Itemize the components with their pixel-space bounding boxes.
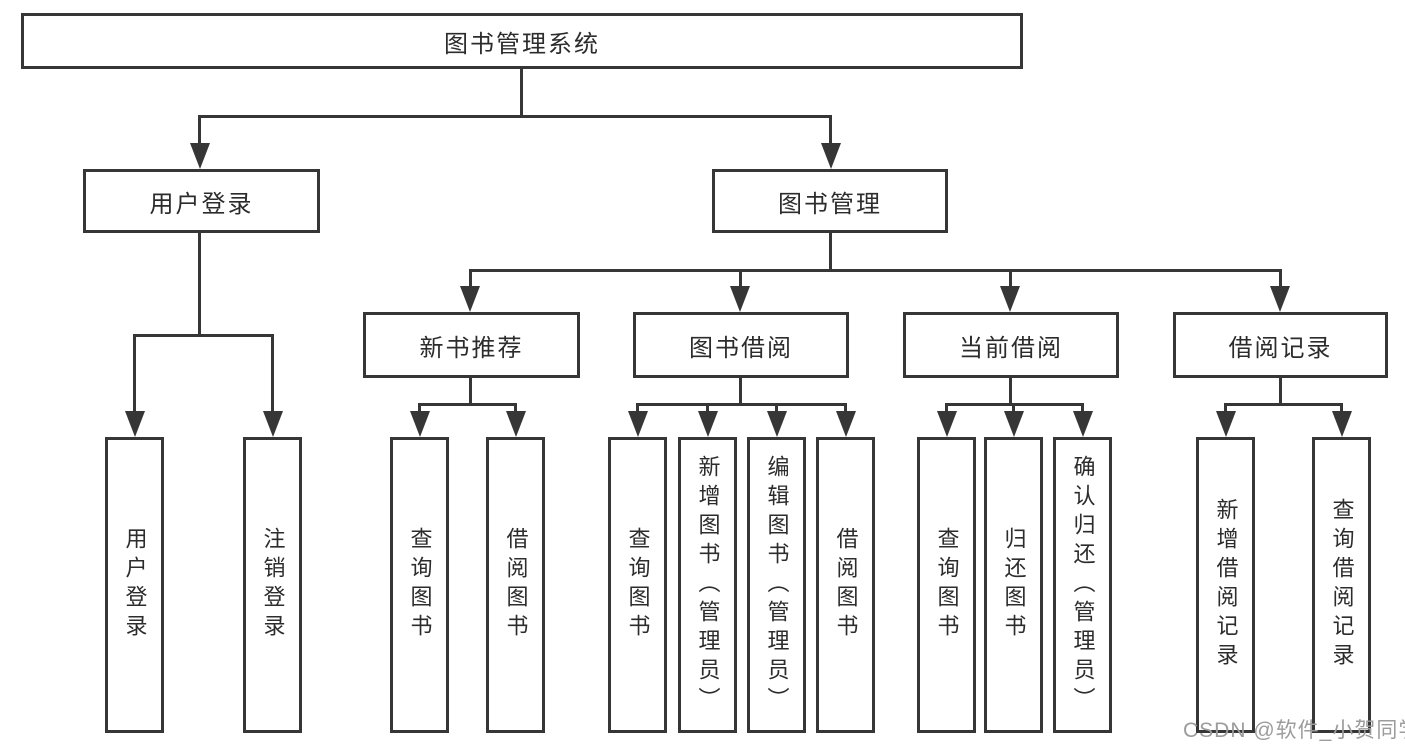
arrowhead-down <box>698 411 718 437</box>
connector-line <box>520 69 523 117</box>
node-label: 借阅记录 <box>1228 334 1333 362</box>
node-label: 新增图书（管理员） <box>695 454 721 716</box>
node-label: 查询图书 <box>625 527 651 643</box>
connector-line <box>198 115 201 147</box>
leaf-bb-borrow-books: 借阅图书 <box>816 437 875 733</box>
arrowhead-down <box>410 411 430 437</box>
arrowhead-down <box>263 411 283 437</box>
connector-line <box>844 403 847 415</box>
arrowhead-down <box>1000 286 1020 312</box>
connector-line <box>469 269 1282 272</box>
connector-line <box>739 378 742 406</box>
connector-line <box>636 403 639 415</box>
connector-line <box>418 403 517 406</box>
arrowhead-down <box>836 411 856 437</box>
node-label: 图书管理 <box>778 190 882 218</box>
connector-line <box>514 403 517 415</box>
node-label: 借阅图书 <box>503 527 529 643</box>
connector-line <box>706 403 709 415</box>
connector-line <box>829 115 832 147</box>
arrowhead-down <box>1073 411 1093 437</box>
leaf-br-add-record: 新增借阅记录 <box>1196 437 1255 733</box>
node-book-management: 图书管理 <box>712 169 948 233</box>
node-label: 借阅图书 <box>833 527 859 643</box>
connector-line <box>133 334 136 414</box>
leaf-nb-borrow-books: 借阅图书 <box>486 437 545 733</box>
arrowhead-down <box>730 286 750 312</box>
node-borrow-records: 借阅记录 <box>1173 312 1388 378</box>
connector-line <box>469 269 472 291</box>
connector-line <box>271 334 274 414</box>
node-label: 用户登录 <box>122 527 148 643</box>
connector-line <box>418 403 421 415</box>
connector-line <box>945 403 948 415</box>
node-label: 当前借阅 <box>959 334 1063 362</box>
connector-line <box>1340 403 1343 415</box>
arrowhead-down <box>460 286 480 312</box>
arrowhead-down <box>821 143 841 169</box>
node-label: 确认归还（管理员） <box>1070 454 1096 716</box>
arrowhead-down <box>628 411 648 437</box>
node-label: 归还图书 <box>1001 527 1027 643</box>
node-label: 注销登录 <box>260 527 286 643</box>
leaf-user-login: 用户登录 <box>105 437 164 733</box>
arrowhead-down <box>190 143 210 169</box>
node-label: 用户登录 <box>149 190 254 218</box>
connector-line <box>1012 403 1015 415</box>
node-current-borrow: 当前借阅 <box>903 312 1119 378</box>
arrowhead-down <box>506 411 526 437</box>
arrowhead-down <box>1216 411 1236 437</box>
node-label: 新书推荐 <box>419 334 524 362</box>
node-label: 查询图书 <box>407 527 433 643</box>
csdn-watermark: CSDN @软件_小贺同学 <box>1183 719 1405 742</box>
connector-line <box>1081 403 1084 415</box>
connector-line <box>1224 403 1343 406</box>
connector-line <box>636 403 847 406</box>
node-label: 编辑图书（管理员） <box>764 454 790 716</box>
connector-line <box>829 233 832 272</box>
leaf-br-query-record: 查询借阅记录 <box>1312 437 1371 733</box>
leaf-logout: 注销登录 <box>243 437 302 733</box>
connector-line <box>469 378 472 406</box>
connector-line <box>1009 378 1012 406</box>
node-label: 查询图书 <box>934 527 960 643</box>
arrowhead-down <box>1004 411 1024 437</box>
leaf-bb-add-books-admin: 新增图书（管理员） <box>678 437 737 733</box>
node-label: 图书借阅 <box>689 334 793 362</box>
node-label: 查询借阅记录 <box>1329 498 1355 672</box>
connector-line <box>198 233 201 337</box>
connector-line <box>1009 269 1012 291</box>
leaf-bb-query-books: 查询图书 <box>608 437 667 733</box>
node-label: 图书管理系统 <box>444 30 600 58</box>
arrowhead-down <box>125 411 145 437</box>
connector-line <box>133 334 274 337</box>
leaf-cb-return-books: 归还图书 <box>984 437 1043 733</box>
node-user-login: 用户登录 <box>83 169 320 233</box>
node-new-book-recommend: 新书推荐 <box>363 312 580 378</box>
connector-line <box>198 115 832 118</box>
arrowhead-down <box>767 411 787 437</box>
connector-line <box>1224 403 1227 415</box>
leaf-cb-query-books: 查询图书 <box>917 437 976 733</box>
arrowhead-down <box>1332 411 1352 437</box>
node-book-borrow: 图书借阅 <box>633 312 849 378</box>
connector-line <box>739 269 742 291</box>
connector-line <box>775 403 778 415</box>
leaf-bb-edit-books-admin: 编辑图书（管理员） <box>747 437 806 733</box>
leaf-nb-query-books: 查询图书 <box>390 437 449 733</box>
arrowhead-down <box>937 411 957 437</box>
leaf-cb-confirm-return-admin: 确认归还（管理员） <box>1053 437 1112 733</box>
connector-line <box>1279 269 1282 291</box>
arrowhead-down <box>1270 286 1290 312</box>
connector-line <box>1279 378 1282 406</box>
node-label: 新增借阅记录 <box>1213 498 1239 672</box>
node-library-system: 图书管理系统 <box>21 13 1023 69</box>
